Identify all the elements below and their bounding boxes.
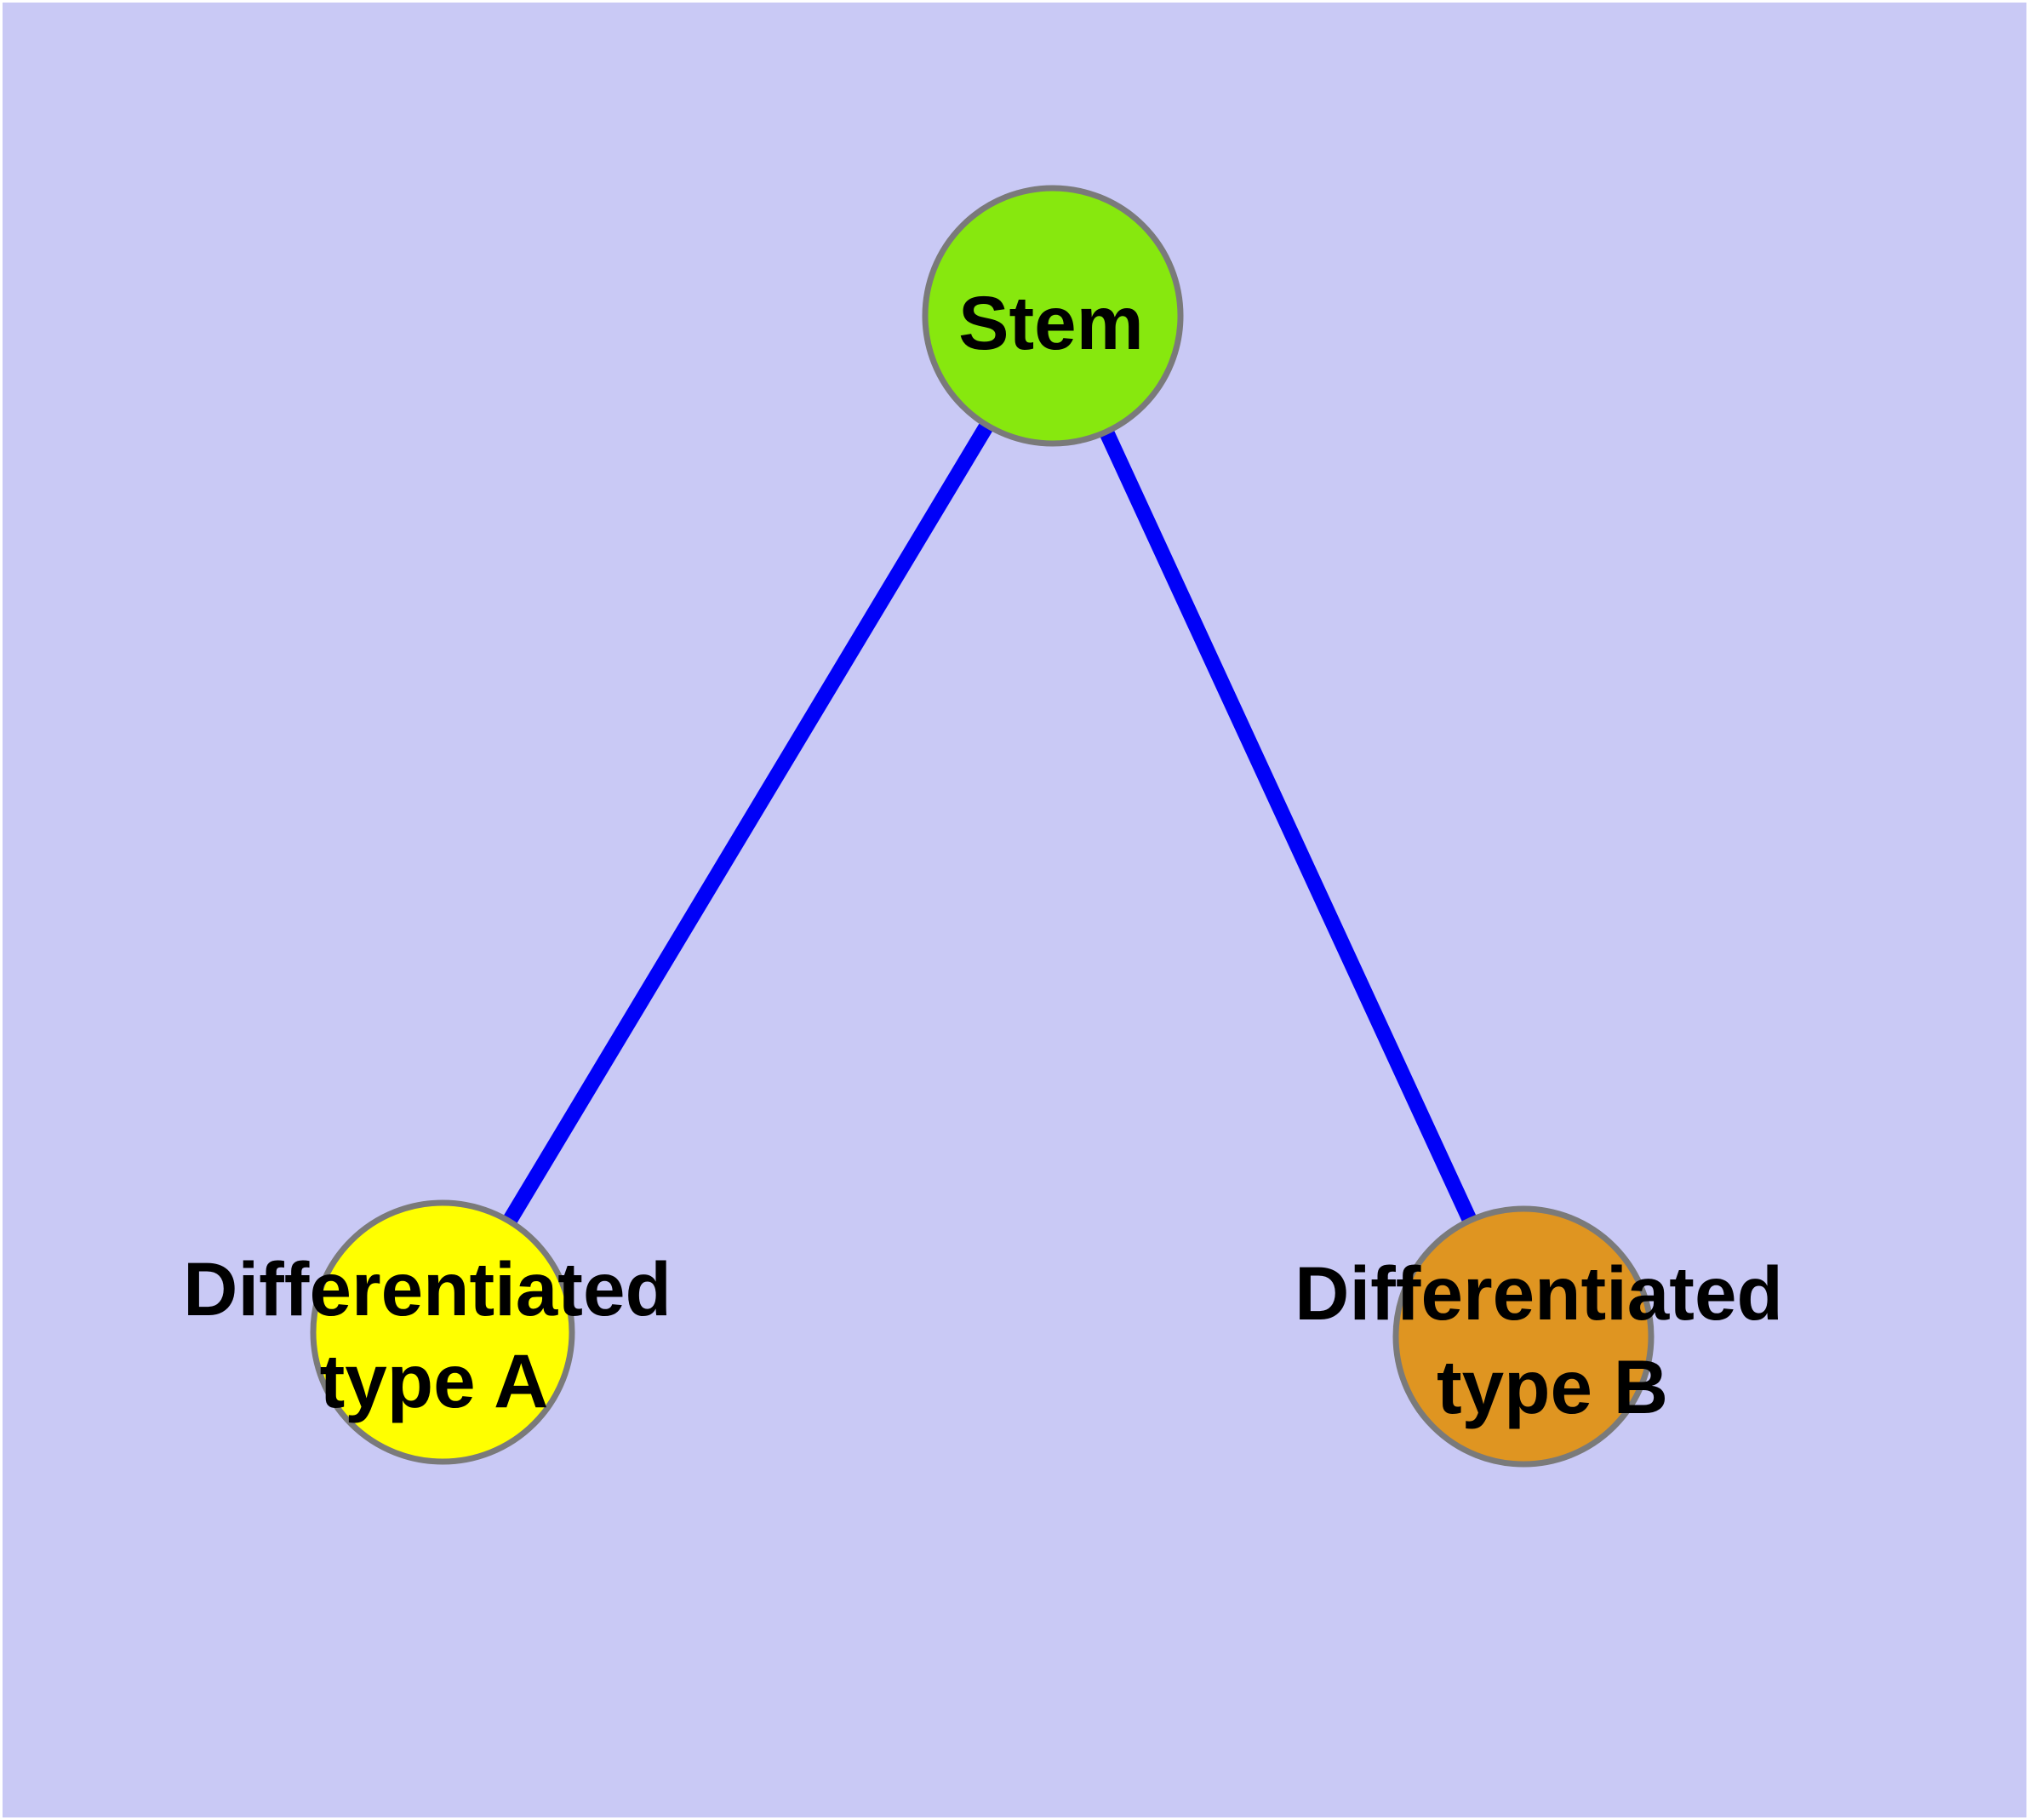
node-differentiated-type-b-label-line1: Differentiated bbox=[1295, 1251, 1783, 1336]
edge-stem-to-differentiated-type-a bbox=[436, 312, 1060, 1336]
node-stem-circle bbox=[922, 185, 1184, 447]
node-differentiated-type-a-label-line1: Differentiated bbox=[183, 1246, 672, 1331]
node-differentiated-type-b-circle bbox=[1392, 1205, 1655, 1468]
node-differentiated-type-a-label-line2: type A bbox=[320, 1338, 549, 1423]
node-differentiated-type-a-circle bbox=[310, 1199, 575, 1465]
edge-stem-to-differentiated-type-b bbox=[1045, 312, 1531, 1340]
node-differentiated-type-b-label-line2: type B bbox=[1437, 1344, 1668, 1429]
node-stem-label-line1: Stem bbox=[958, 280, 1144, 365]
